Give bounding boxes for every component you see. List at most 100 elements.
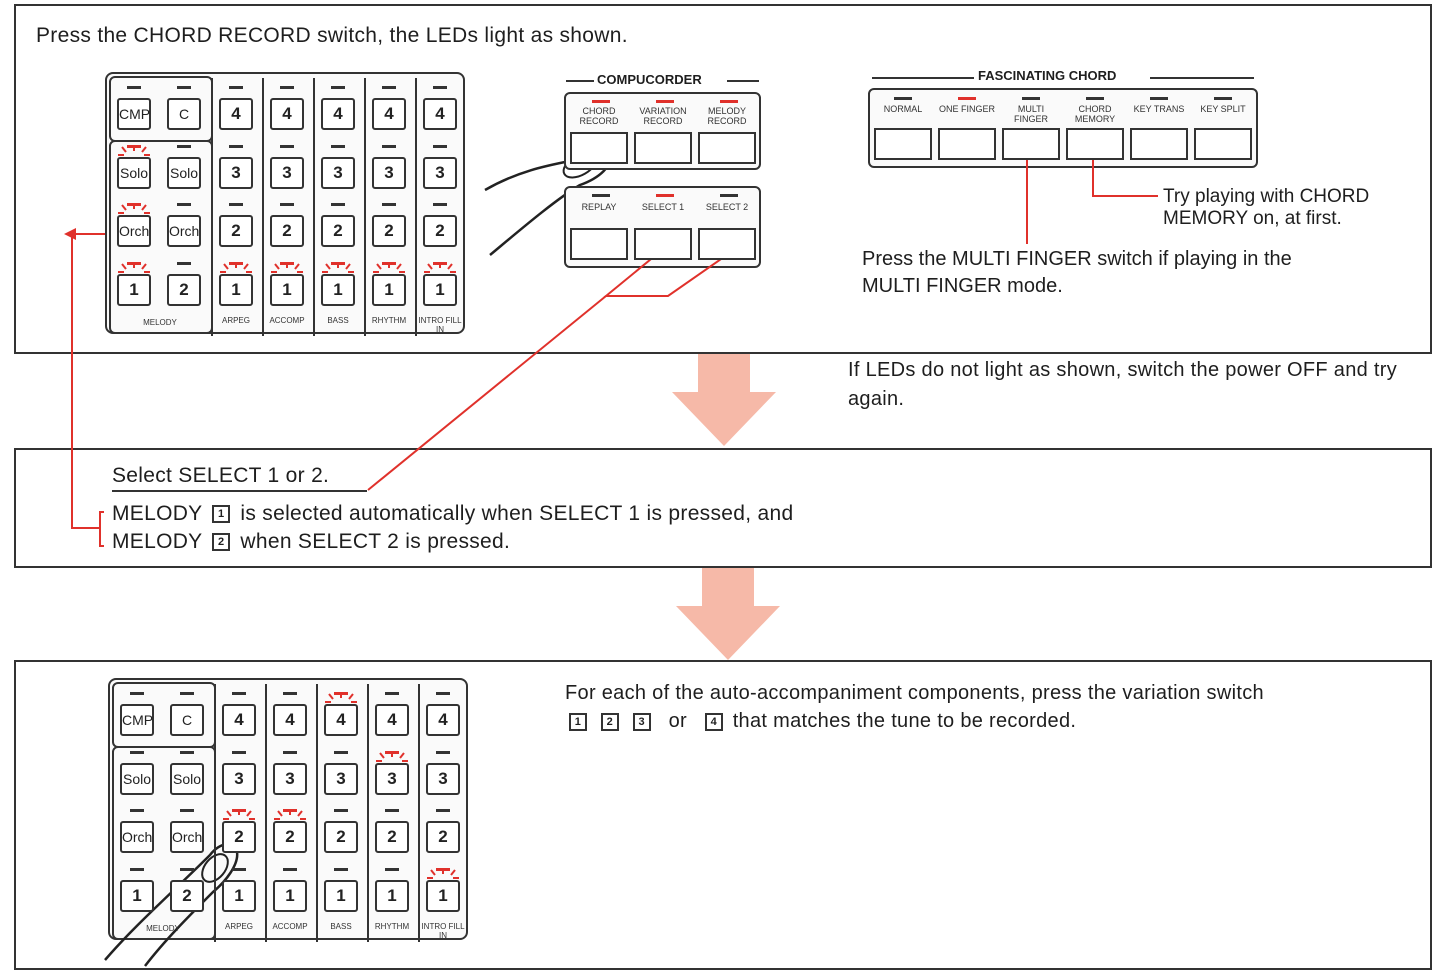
compu-switch-melody-record[interactable] bbox=[698, 132, 756, 164]
p1-led-col2-4 bbox=[331, 86, 345, 89]
p3-key-0-2[interactable]: 2 bbox=[222, 821, 256, 853]
p1-key-left-3-1[interactable]: 2 bbox=[167, 274, 201, 306]
compucorder-title-rule-left bbox=[566, 80, 594, 82]
p1-led-col2-3 bbox=[331, 145, 345, 148]
p3-led-left-0-1 bbox=[180, 692, 194, 695]
fasc-switch-chord-memory[interactable] bbox=[1066, 128, 1124, 160]
p1-key-0-4[interactable]: 4 bbox=[219, 98, 253, 130]
p1-key-left-2-1[interactable]: Orch bbox=[167, 215, 201, 247]
p1-key-left-1-0[interactable]: Solo bbox=[117, 157, 151, 189]
p3-key-left-2-0[interactable]: Orch bbox=[120, 821, 154, 853]
fasc-switch-key-split[interactable] bbox=[1194, 128, 1252, 160]
p1-key-0-3[interactable]: 3 bbox=[219, 157, 253, 189]
step2-line1-text: is selected automatically when SELECT 1 … bbox=[240, 502, 794, 525]
compu-switch-chord-record[interactable] bbox=[570, 132, 628, 164]
p3-key-2-4[interactable]: 4 bbox=[324, 704, 358, 736]
p1-key-3-1[interactable]: 1 bbox=[372, 274, 406, 306]
p1-key-4-2[interactable]: 2 bbox=[423, 215, 457, 247]
p3-key-3-1[interactable]: 1 bbox=[375, 880, 409, 912]
fasc-switch-normal[interactable] bbox=[874, 128, 932, 160]
p1-key-4-1[interactable]: 1 bbox=[423, 274, 457, 306]
p3-led-left-1-1 bbox=[180, 751, 194, 754]
p1-key-0-2[interactable]: 2 bbox=[219, 215, 253, 247]
compu-switch-select-2[interactable] bbox=[698, 228, 756, 260]
p3-key-3-2[interactable]: 2 bbox=[375, 821, 409, 853]
p3-key-left-1-0[interactable]: Solo bbox=[120, 763, 154, 795]
p1-col-label-2: BASS bbox=[327, 316, 349, 325]
fasc-switch-one-finger[interactable] bbox=[938, 128, 996, 160]
p3-key-4-3[interactable]: 3 bbox=[426, 763, 460, 795]
p3-led-left-0-0 bbox=[130, 692, 144, 695]
p3-key-1-1[interactable]: 1 bbox=[273, 880, 307, 912]
step2-line2-text: when SELECT 2 is pressed. bbox=[240, 530, 511, 553]
p3-key-1-4[interactable]: 4 bbox=[273, 704, 307, 736]
or-text: or bbox=[668, 710, 687, 732]
p1-key-left-2-0[interactable]: Orch bbox=[117, 215, 151, 247]
p3-led-glow-col1-2 bbox=[274, 809, 306, 820]
p1-key-3-4[interactable]: 4 bbox=[372, 98, 406, 130]
p1-key-4-3[interactable]: 3 bbox=[423, 157, 457, 189]
p1-col-divider-0 bbox=[211, 78, 213, 336]
p1-led-col1-3 bbox=[280, 145, 294, 148]
compu-switch-variation-record[interactable] bbox=[634, 132, 692, 164]
p1-key-left-1-1[interactable]: Solo bbox=[167, 157, 201, 189]
p1-key-2-4[interactable]: 4 bbox=[321, 98, 355, 130]
p1-key-2-1[interactable]: 1 bbox=[321, 274, 355, 306]
variation-key-3-icon: 3 bbox=[632, 712, 651, 731]
p1-col-divider-4 bbox=[415, 78, 417, 336]
compu-bottom-led-0 bbox=[592, 194, 610, 197]
p1-key-2-2[interactable]: 2 bbox=[321, 215, 355, 247]
melody-2-key-icon: 2 bbox=[212, 533, 231, 552]
p3-key-0-1[interactable]: 1 bbox=[222, 880, 256, 912]
p3-key-3-3[interactable]: 3 bbox=[375, 763, 409, 795]
p3-key-left-3-1[interactable]: 2 bbox=[170, 880, 204, 912]
step2-instruction-underline bbox=[112, 490, 367, 492]
fasc-switch-multi-finger[interactable] bbox=[1002, 128, 1060, 160]
p1-key-left-0-1[interactable]: C bbox=[167, 98, 201, 130]
fasc-led-2 bbox=[1022, 97, 1040, 100]
p3-key-0-3[interactable]: 3 bbox=[222, 763, 256, 795]
p3-led-col1-1 bbox=[283, 868, 297, 871]
p3-key-1-2[interactable]: 2 bbox=[273, 821, 307, 853]
p3-key-left-2-1[interactable]: Orch bbox=[170, 821, 204, 853]
p1-key-3-2[interactable]: 2 bbox=[372, 215, 406, 247]
p1-key-left-3-0[interactable]: 1 bbox=[117, 274, 151, 306]
p3-key-left-0-1[interactable]: C bbox=[170, 704, 204, 736]
p3-led-glow-col3-3 bbox=[376, 751, 408, 762]
p1-key-4-4[interactable]: 4 bbox=[423, 98, 457, 130]
variation-key-1-icon: 1 bbox=[569, 712, 587, 731]
p3-key-3-4[interactable]: 4 bbox=[375, 704, 409, 736]
p3-key-4-1[interactable]: 1 bbox=[426, 880, 460, 912]
p1-led-glow-left-1-0 bbox=[118, 145, 150, 156]
down-arrow-2 bbox=[676, 568, 780, 660]
p3-key-2-3[interactable]: 3 bbox=[324, 763, 358, 795]
p1-led-col0-3 bbox=[229, 145, 243, 148]
compu-switch-replay[interactable] bbox=[570, 228, 628, 260]
p3-key-left-0-0[interactable]: CMP bbox=[120, 704, 154, 736]
p3-led-col0-4 bbox=[232, 692, 246, 695]
p3-key-left-3-0[interactable]: 1 bbox=[120, 880, 154, 912]
p3-key-0-4[interactable]: 4 bbox=[222, 704, 256, 736]
p1-key-1-3[interactable]: 3 bbox=[270, 157, 304, 189]
p3-led-left-2-0 bbox=[130, 809, 144, 812]
p1-key-2-3[interactable]: 3 bbox=[321, 157, 355, 189]
p1-key-left-0-0[interactable]: CMP bbox=[117, 98, 151, 130]
compu-switch-select-1[interactable] bbox=[634, 228, 692, 260]
p3-led-glow-col4-1 bbox=[427, 868, 459, 879]
p3-key-4-2[interactable]: 2 bbox=[426, 821, 460, 853]
p3-key-left-1-1[interactable]: Solo bbox=[170, 763, 204, 795]
p1-key-1-4[interactable]: 4 bbox=[270, 98, 304, 130]
p1-led-col4-4 bbox=[433, 86, 447, 89]
fasc-label-3: CHORD MEMORY bbox=[1074, 104, 1116, 124]
p1-key-3-3[interactable]: 3 bbox=[372, 157, 406, 189]
p3-key-2-1[interactable]: 1 bbox=[324, 880, 358, 912]
p1-key-1-1[interactable]: 1 bbox=[270, 274, 304, 306]
fasc-switch-key-trans[interactable] bbox=[1130, 128, 1188, 160]
p1-key-0-1[interactable]: 1 bbox=[219, 274, 253, 306]
p3-key-1-3[interactable]: 3 bbox=[273, 763, 307, 795]
p1-led-glow-left-3-0 bbox=[118, 262, 150, 273]
p1-key-1-2[interactable]: 2 bbox=[270, 215, 304, 247]
p3-key-4-4[interactable]: 4 bbox=[426, 704, 460, 736]
p3-led-col3-1 bbox=[385, 868, 399, 871]
p3-key-2-2[interactable]: 2 bbox=[324, 821, 358, 853]
